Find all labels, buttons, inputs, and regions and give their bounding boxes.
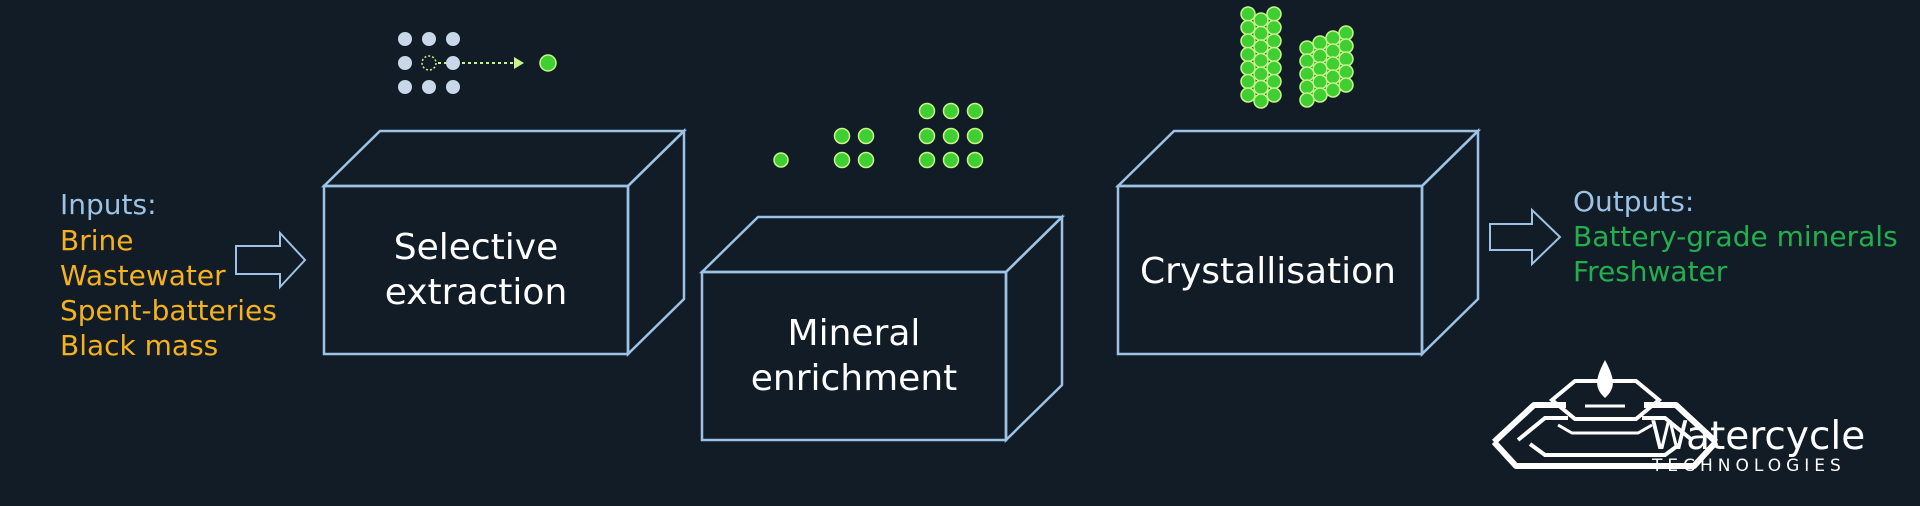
icon-dot (1240, 19, 1256, 36)
icon-dot (918, 127, 936, 145)
icon-dot (1240, 60, 1256, 76)
outputs-heading: Outputs: (1573, 185, 1694, 218)
concentration-growth-icon (773, 102, 984, 169)
icon-dot (1338, 38, 1354, 54)
icon-dot (398, 80, 412, 94)
icon-dot (1240, 73, 1256, 90)
icon-dot (1299, 79, 1315, 95)
icon-dot (1266, 46, 1282, 63)
stage-label-extraction: extraction (385, 272, 568, 313)
icon-dot (1325, 30, 1341, 46)
output-item-battery-minerals: Battery-grade minerals (1573, 220, 1898, 253)
input-item-brine: Brine (60, 224, 133, 257)
output-arrow-icon (1489, 207, 1562, 267)
icon-dot (1312, 74, 1328, 90)
icon-dot (966, 151, 984, 169)
stage-label-enrichment: enrichment (751, 358, 958, 399)
icon-dot (398, 32, 412, 46)
icon-dot (1299, 40, 1315, 56)
icon-dot (1240, 87, 1256, 103)
icon-dot (1325, 69, 1341, 85)
icon-dot (1312, 48, 1328, 64)
icon-dot (857, 151, 875, 169)
icon-dot (422, 32, 436, 46)
icon-dot (1299, 66, 1315, 82)
icon-dot (1253, 93, 1269, 109)
icon-dot (1266, 19, 1282, 36)
icon-dot (942, 151, 960, 169)
icon-dot (1240, 46, 1256, 63)
icon-dot (1266, 60, 1282, 76)
icon-dot (1266, 6, 1282, 22)
stage-box-crystallisation: Crystallisation (1114, 128, 1482, 357)
icon-dot (1299, 53, 1315, 69)
water-drop-ripple-logo-icon (1491, 360, 1719, 469)
icon-dot (1253, 79, 1269, 96)
stage-box-selective-extraction: Selective extraction (320, 128, 688, 357)
icon-dot (833, 151, 851, 169)
icon-dot (1312, 35, 1328, 51)
icon-dot (398, 56, 412, 70)
icon-dot (1266, 87, 1282, 103)
icon-dot (1338, 25, 1354, 41)
icon-dot (942, 102, 960, 120)
input-item-wastewater: Wastewater (60, 259, 226, 292)
input-item-black-mass: Black mass (60, 329, 218, 362)
icon-dot (1253, 25, 1269, 42)
icon-dot (1338, 77, 1354, 93)
brand-tagline: TECHNOLOGIES (1651, 456, 1846, 476)
icon-dot (1338, 51, 1354, 67)
stage-label-crystallisation: Crystallisation (1140, 251, 1396, 292)
icon-dot (1240, 33, 1256, 49)
inputs-list: Inputs: Brine Wastewater Spent-batteries… (60, 188, 277, 362)
icon-dot (1253, 39, 1269, 55)
ion-selection-icon (398, 32, 557, 94)
icon-dot (857, 127, 875, 145)
crystal-stack-icon (1240, 6, 1354, 109)
output-item-freshwater: Freshwater (1573, 255, 1728, 288)
stage-box-mineral-enrichment: Mineral enrichment (698, 214, 1066, 443)
icon-dot (1253, 12, 1269, 28)
input-item-spent-batteries: Spent-batteries (60, 294, 277, 327)
icon-dot (1266, 73, 1282, 90)
icon-dot (1312, 61, 1328, 77)
watercycle-logo: Watercycle TECHNOLOGIES (1491, 360, 1865, 476)
icon-dot (1299, 92, 1315, 108)
icon-dot (1312, 87, 1328, 103)
outputs-list: Outputs: Battery-grade minerals Freshwat… (1573, 185, 1898, 288)
brand-name: Watercycle (1650, 414, 1865, 459)
icon-dot (966, 127, 984, 145)
icon-dot (833, 127, 851, 145)
input-arrow-icon (235, 230, 307, 290)
icon-dot (446, 56, 460, 70)
icon-dot (773, 152, 789, 168)
icon-dot (966, 102, 984, 120)
icon-dot (918, 102, 936, 120)
icon-dot (1325, 43, 1341, 59)
icon-dot (1253, 52, 1269, 69)
icon-dot (1253, 66, 1269, 82)
icon-dot (1240, 6, 1256, 22)
icon-dot (422, 80, 436, 94)
icon-dot (1325, 56, 1341, 72)
icon-dot (446, 80, 460, 94)
stage-label-mineral: Mineral (788, 313, 921, 354)
icon-dot (942, 127, 960, 145)
icon-dot (446, 32, 460, 46)
icon-dot (1325, 82, 1341, 98)
icon-dot (918, 151, 936, 169)
icon-dot (1266, 33, 1282, 49)
icon-dot (1338, 64, 1354, 80)
stage-label-selective: Selective (394, 227, 559, 268)
inputs-heading: Inputs: (60, 188, 157, 221)
